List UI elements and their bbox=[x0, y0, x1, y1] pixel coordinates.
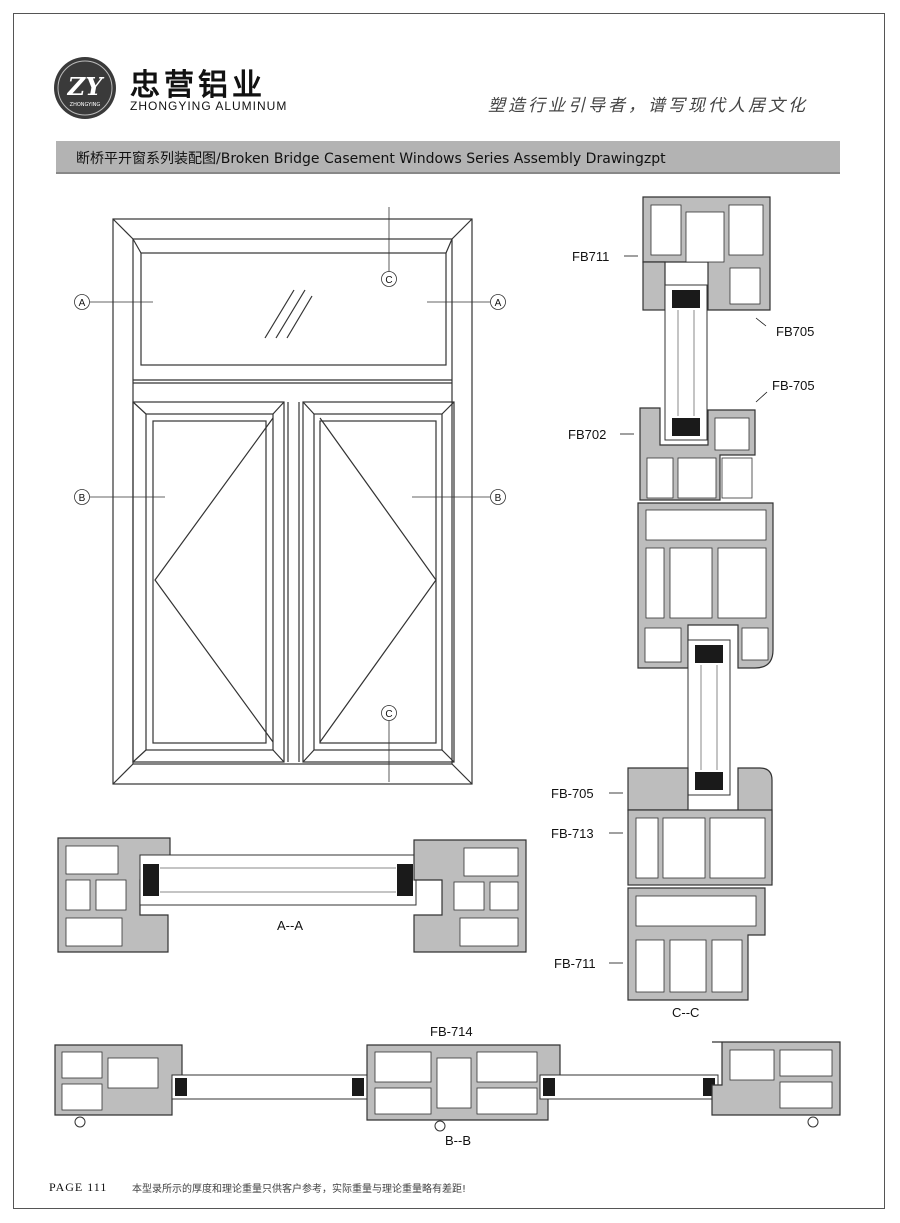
label-section-cc: C--C bbox=[672, 1005, 699, 1020]
label-fb702: FB702 bbox=[568, 427, 606, 442]
label-fb711-bottom: FB-711 bbox=[554, 956, 596, 971]
marker-a-left: A bbox=[79, 298, 86, 309]
page-number: PAGE 111 bbox=[49, 1180, 108, 1194]
logo-small-text: ZHONGYING bbox=[70, 102, 101, 108]
page-border bbox=[13, 13, 885, 1209]
label-section-aa: A--A bbox=[277, 918, 303, 933]
marker-c-top: C bbox=[385, 275, 392, 286]
label-fb705-lower: FB-705 bbox=[551, 786, 594, 801]
marker-b-left: B bbox=[79, 493, 86, 504]
label-fb711-top: FB711 bbox=[572, 249, 609, 264]
page-title: 断桥平开窗系列装配图/Broken Bridge Casement Window… bbox=[76, 151, 666, 167]
title-bar: 断桥平开窗系列装配图/Broken Bridge Casement Window… bbox=[56, 141, 840, 174]
section-cc bbox=[627, 196, 774, 1001]
marker-c-bottom: C bbox=[385, 709, 392, 720]
brand-name-cn: 忠营铝业 bbox=[130, 68, 266, 103]
slogan: 塑造行业引导者，谱写现代人居文化 bbox=[488, 96, 808, 116]
label-fb705-dash: FB-705 bbox=[772, 378, 815, 393]
marker-a-right: A bbox=[495, 298, 502, 309]
label-fb713: FB-713 bbox=[551, 826, 594, 841]
label-fb705-top: FB705 bbox=[776, 324, 814, 339]
window-elevation bbox=[112, 218, 473, 785]
section-markers bbox=[74, 207, 506, 782]
footer-note: 本型录所示的厚度和理论重量只供客户参考，实际重量与理论重量略有差距! bbox=[132, 1184, 467, 1195]
label-section-bb: B--B bbox=[445, 1133, 471, 1148]
logo-letters: ZY bbox=[67, 72, 106, 101]
section-aa bbox=[57, 837, 527, 953]
brand-name-en: ZHONGYING ALUMINUM bbox=[130, 99, 288, 113]
label-fb714: FB-714 bbox=[430, 1024, 473, 1039]
zy-logo-icon: ZY ZHONGYING bbox=[54, 57, 116, 119]
section-bb bbox=[54, 1041, 841, 1132]
marker-b-right: B bbox=[495, 493, 502, 504]
